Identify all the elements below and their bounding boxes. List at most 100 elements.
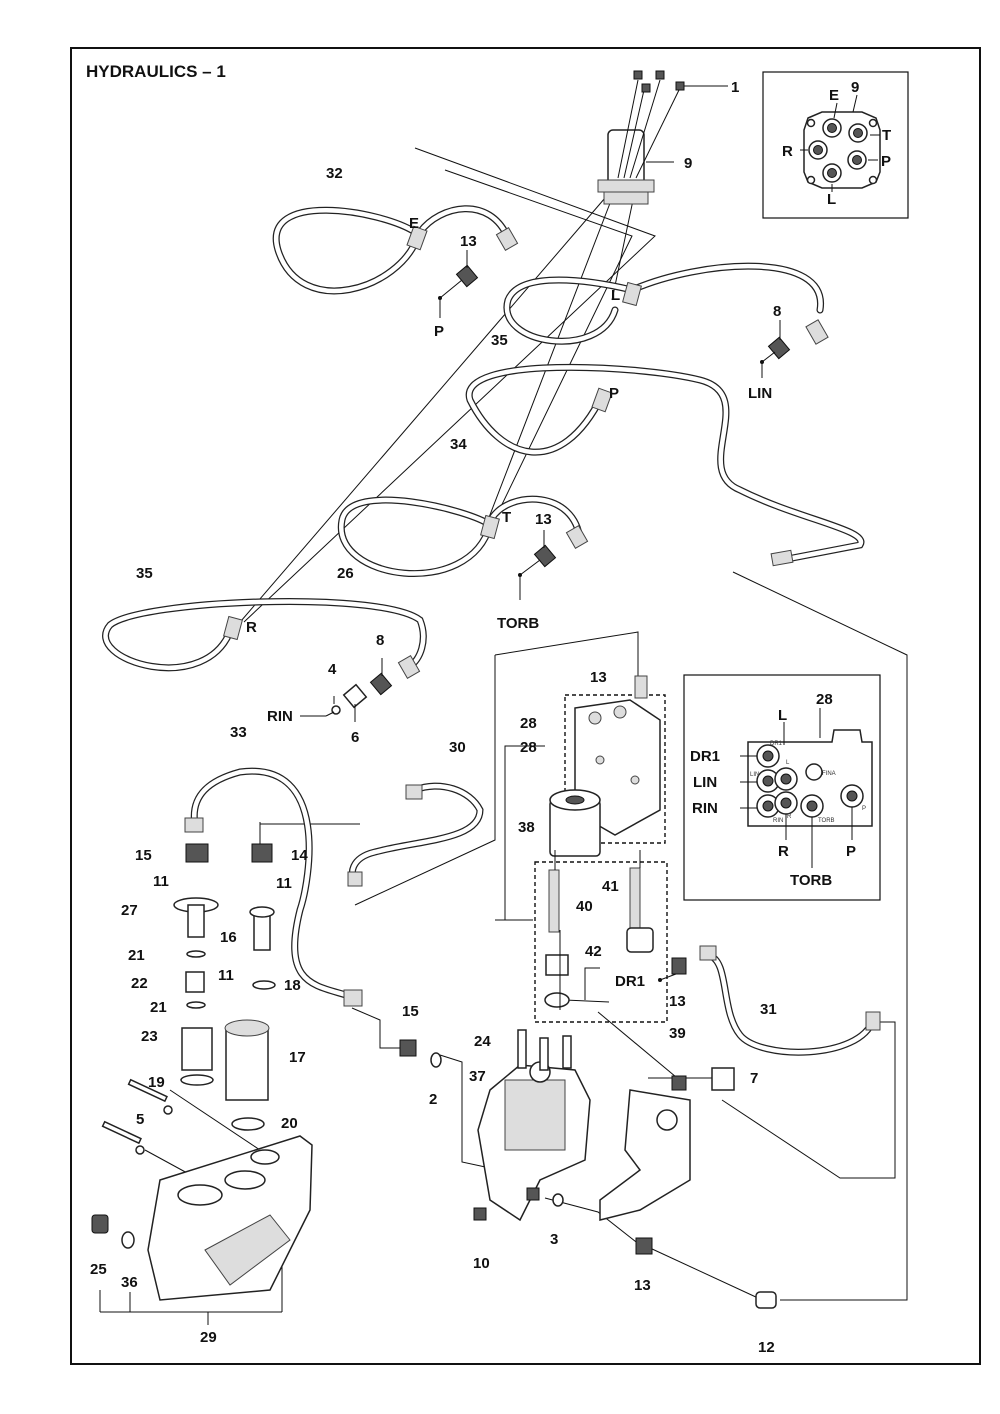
callout-label: 33 xyxy=(230,724,247,741)
callout-label: DR1 xyxy=(690,748,720,765)
callout-label: 30 xyxy=(449,739,466,756)
valve-port-inset xyxy=(762,71,909,219)
callout-label: 9 xyxy=(851,79,859,96)
callout-label: L xyxy=(827,191,836,208)
callout-label: 42 xyxy=(585,943,602,960)
callout-label: 22 xyxy=(131,975,148,992)
callout-label: 15 xyxy=(135,847,152,864)
callout-label: 3 xyxy=(550,1231,558,1248)
callout-label: 7 xyxy=(750,1070,758,1087)
callout-label: 11 xyxy=(218,967,234,984)
callout-label: 1 xyxy=(731,79,739,96)
callout-label: 37 xyxy=(469,1068,486,1085)
pump-37 xyxy=(473,1029,591,1222)
block-28-dashed-box xyxy=(564,694,666,844)
callout-label: 6 xyxy=(351,729,359,746)
callout-label: 23 xyxy=(141,1028,158,1045)
block-small-label: RIN xyxy=(773,818,783,824)
callout-label: 34 xyxy=(450,436,467,453)
callout-label: 20 xyxy=(281,1115,298,1132)
callout-label: 17 xyxy=(289,1049,306,1066)
callout-label: 29 xyxy=(200,1329,217,1346)
callout-label: R xyxy=(782,143,793,160)
callout-label: 21 xyxy=(128,947,145,964)
callout-label: 8 xyxy=(376,632,384,649)
callout-label: 19 xyxy=(148,1074,165,1091)
callout-label: 11 xyxy=(276,875,292,892)
block-small-label: DR1 xyxy=(770,741,783,747)
callout-label: 27 xyxy=(121,902,138,919)
callout-label: 28 xyxy=(520,739,537,756)
callout-label: 26 xyxy=(337,565,354,582)
callout-label: 10 xyxy=(473,1255,490,1272)
callout-label: 14 xyxy=(291,847,308,864)
tank-29 xyxy=(147,1135,313,1301)
callout-label: 8 xyxy=(773,303,781,320)
callout-label: 13 xyxy=(460,233,477,250)
misc-fittings xyxy=(399,957,777,1309)
callout-label: 35 xyxy=(136,565,153,582)
callout-label: 41 xyxy=(602,878,619,895)
callout-label: 35 xyxy=(491,332,508,349)
callout-label: 9 xyxy=(684,155,692,172)
callout-label: RIN xyxy=(267,708,293,725)
callout-label: 15 xyxy=(402,1003,419,1020)
callout-label: RIN xyxy=(692,800,718,817)
callout-label: 12 xyxy=(758,1339,775,1356)
callout-label: 24 xyxy=(474,1033,491,1050)
callout-label: 5 xyxy=(136,1111,144,1128)
hose-fittings xyxy=(184,225,881,1031)
block-port-inset xyxy=(683,674,881,901)
callout-label: 2 xyxy=(429,1091,437,1108)
fittings xyxy=(300,250,791,722)
cartridge-dashed-box xyxy=(534,861,668,1023)
callout-label: TORB xyxy=(497,615,539,632)
routing-lines xyxy=(99,147,908,1325)
callout-label: E xyxy=(829,87,839,104)
callout-label: P xyxy=(881,153,891,170)
block-port-face xyxy=(747,729,873,827)
tank-parts xyxy=(91,843,276,1249)
bracket xyxy=(599,1089,691,1221)
inset-valve-labels: 9 E T R P L xyxy=(782,79,891,208)
callout-label: TORB xyxy=(790,872,832,889)
callout-label: 32 xyxy=(326,165,343,182)
callout-label: R xyxy=(246,619,257,636)
callout-label: 39 xyxy=(669,1025,686,1042)
callout-label: 13 xyxy=(669,993,686,1010)
block-small-label: TORB xyxy=(818,818,835,824)
hoses xyxy=(102,205,877,1056)
diagram-frame xyxy=(70,47,981,1365)
page-title: HYDRAULICS – 1 xyxy=(86,62,226,81)
block-small-label: L xyxy=(786,760,790,766)
callout-label: P xyxy=(434,323,444,340)
callout-label: 36 xyxy=(121,1274,138,1291)
callout-label: T xyxy=(882,127,891,144)
inset-block-labels: 28 L DR1 LIN RIN R TORB P xyxy=(690,691,856,889)
valve-port-face xyxy=(803,111,881,189)
callout-label: LIN xyxy=(693,774,717,791)
callout-label: 13 xyxy=(590,669,607,686)
callout-label: 38 xyxy=(518,819,535,836)
callout-label: L xyxy=(778,707,787,724)
callout-label: 31 xyxy=(760,1001,777,1018)
callout-label: 40 xyxy=(576,898,593,915)
filter-38 xyxy=(549,789,601,857)
block-small-label: LIN xyxy=(750,772,759,778)
callout-label: 4 xyxy=(328,661,337,678)
cartridges-40-41-42 xyxy=(544,850,654,1008)
callout-label: P xyxy=(846,843,856,860)
block-small-label: FINA xyxy=(822,771,836,777)
callout-label: 11 xyxy=(153,873,169,890)
callout-label: R xyxy=(778,843,789,860)
callout-label: E xyxy=(409,215,419,232)
callout-label: 28 xyxy=(520,715,537,732)
callouts: 1 9 32 E 13 P L 35 8 LIN P 34 T 13 26 TO… xyxy=(90,79,781,1356)
callout-label: 13 xyxy=(634,1277,651,1294)
callout-label: DR1 xyxy=(615,973,645,990)
block-small-label: P xyxy=(862,806,866,812)
block-small-label: R xyxy=(787,814,792,820)
callout-label: 13 xyxy=(535,511,552,528)
callout-label: 28 xyxy=(816,691,833,708)
callout-label: P xyxy=(609,385,619,402)
